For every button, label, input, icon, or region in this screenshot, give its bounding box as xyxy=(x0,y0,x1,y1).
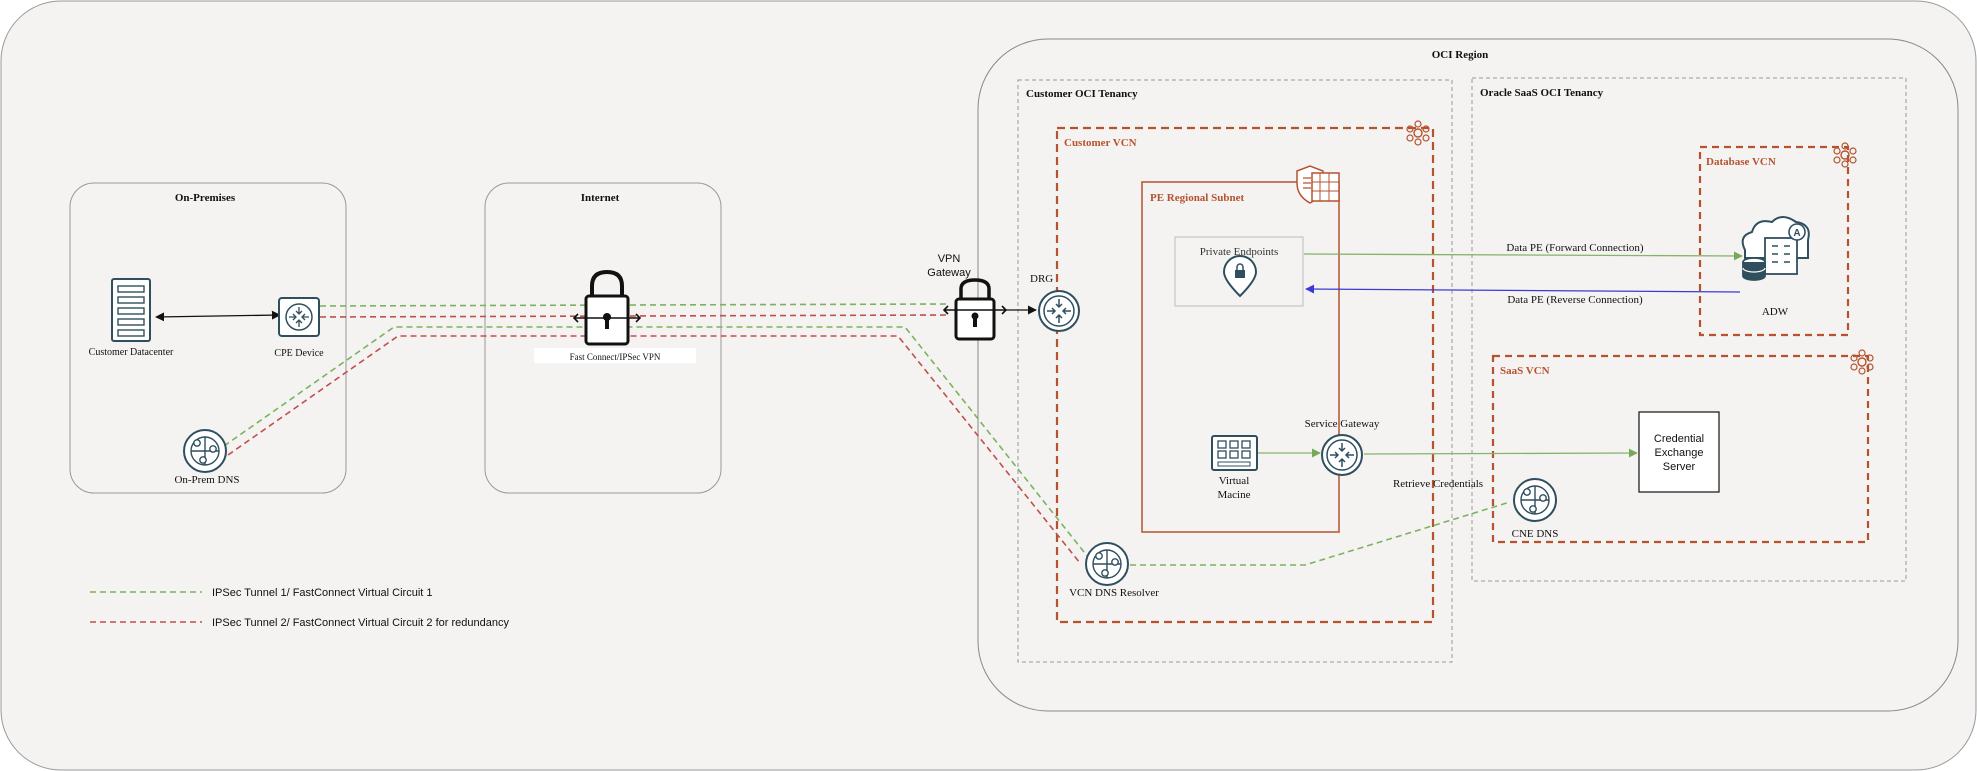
on-prem-dns-label: On-Prem DNS xyxy=(174,474,239,486)
customer-vcn-box xyxy=(1055,126,1435,624)
on-premises-box xyxy=(69,182,347,494)
vpn-gateway-label-line2: Gateway xyxy=(927,267,971,279)
credential-exchange-server-box xyxy=(1638,411,1720,493)
adw-label: ADW xyxy=(1762,306,1789,318)
fastconnect-label: Fast Connect/IPSec VPN xyxy=(570,352,661,362)
service-gateway-label: Service Gateway xyxy=(1305,418,1380,430)
credential-server-label-line1: Credential xyxy=(1654,433,1704,445)
customer-tenancy-box xyxy=(1017,79,1453,663)
tunnel1-cpe-drg-line xyxy=(319,303,949,307)
resolver-cne-dns-line xyxy=(1130,501,1511,566)
on-prem-dns-icon xyxy=(183,429,227,473)
tunnel2-cpe-drg-line xyxy=(319,314,949,318)
saas-vcn-box xyxy=(1491,354,1870,544)
internet-label: Internet xyxy=(581,192,620,204)
datacenter-icon xyxy=(111,278,151,342)
datacenter-cpe-link xyxy=(155,310,281,322)
cne-dns-icon xyxy=(1513,478,1557,522)
tunnel2-dns-line xyxy=(227,335,1081,564)
retrieve-credentials-label: Retrieve Credentials xyxy=(1393,478,1483,490)
vpn-gateway-icon xyxy=(942,278,1008,341)
cpe-device-label: CPE Device xyxy=(274,348,324,359)
drg-icon xyxy=(1038,290,1080,332)
saas-tenancy-box xyxy=(1471,77,1907,582)
cne-dns-label: CNE DNS xyxy=(1512,528,1559,540)
adw-database-icon: A xyxy=(1741,216,1810,281)
cpe-device-icon xyxy=(278,297,320,337)
tunnel1-dns-line xyxy=(223,326,1089,558)
security-list-icon xyxy=(1296,165,1340,204)
private-endpoints-label: Private Endpoints xyxy=(1200,246,1279,258)
database-vcn-label: Database VCN xyxy=(1706,156,1776,168)
lock-icon xyxy=(572,269,642,346)
private-endpoint-icon xyxy=(1222,255,1258,298)
pe-subnet-box xyxy=(1141,181,1340,533)
virtual-machine-icon xyxy=(1211,435,1258,471)
saas-tenancy-label: Oracle SaaS OCI Tenancy xyxy=(1480,87,1604,99)
data-pe-forward-line xyxy=(1303,251,1743,261)
customer-datacenter-label: Customer Datacenter xyxy=(89,347,174,358)
data-pe-forward-label: Data PE (Forward Connection) xyxy=(1506,242,1643,254)
data-pe-reverse-line xyxy=(1305,284,1741,294)
virtual-machine-label-line2: Macine xyxy=(1218,489,1251,501)
pe-subnet-label: PE Regional Subnet xyxy=(1150,192,1244,204)
database-vcn-box xyxy=(1698,145,1850,337)
legend-tunnel2-label: IPSec Tunnel 2/ FastConnect Virtual Circ… xyxy=(212,617,509,629)
oci-region-label: OCI Region xyxy=(1432,49,1489,61)
vcn-dns-resolver-icon xyxy=(1085,542,1129,586)
drg-label: DRG xyxy=(1030,273,1053,285)
fastconnect-label-bg xyxy=(534,348,696,363)
saas-vcn-label: SaaS VCN xyxy=(1500,365,1550,377)
credential-server-label-line3: Server xyxy=(1663,461,1696,473)
vcn-dns-resolver-label: VCN DNS Resolver xyxy=(1069,587,1159,599)
data-pe-reverse-label: Data PE (Reverse Connection) xyxy=(1507,294,1643,306)
service-gateway-icon xyxy=(1321,434,1363,476)
customer-tenancy-label: Customer OCI Tenancy xyxy=(1026,88,1138,100)
service-gateway-credential-line xyxy=(1363,448,1638,458)
oci-region-box xyxy=(977,38,1959,712)
legend-tunnel1-label: IPSec Tunnel 1/ FastConnect Virtual Circ… xyxy=(212,587,433,599)
customer-vcn-label: Customer VCN xyxy=(1064,137,1137,149)
vpn-gateway-label-line1: VPN xyxy=(938,253,961,265)
svg-text:A: A xyxy=(1793,228,1800,239)
on-premises-label: On-Premises xyxy=(175,192,236,204)
virtual-machine-label-line1: Virtual xyxy=(1219,475,1250,487)
credential-server-label-line2: Exchange xyxy=(1655,447,1704,459)
